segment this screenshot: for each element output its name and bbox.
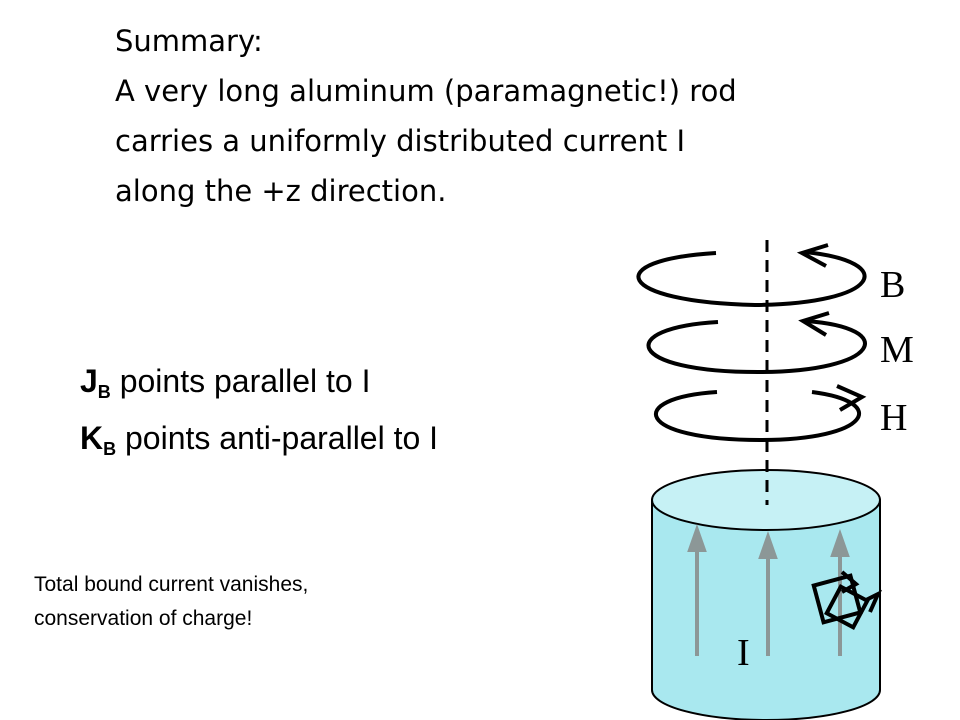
jb-relation: JB points parallel to I — [80, 358, 438, 415]
magnetization-loops-icon — [811, 570, 883, 630]
jb-symbol: J — [80, 363, 98, 399]
h-field-loop — [654, 384, 867, 443]
b-field-loop — [636, 243, 867, 308]
summary-line-1: A very long aluminum (paramagnetic!) rod — [115, 74, 737, 108]
kb-subscript: B — [103, 439, 117, 459]
summary-text: Summary: A very long aluminum (paramagne… — [115, 16, 915, 216]
b-label: B — [880, 264, 905, 306]
current-arrow-3-head — [830, 528, 850, 557]
magnetization-loop — [646, 311, 867, 375]
current-label: I — [737, 632, 750, 674]
current-arrow-2-head — [758, 530, 778, 559]
bound-current-relations: JB points parallel to I KB points anti-p… — [80, 358, 438, 472]
note-line-1: Total bound current vanishes, — [34, 573, 309, 596]
note-line-2: conservation of charge! — [34, 607, 253, 630]
kb-text: points anti-parallel to I — [116, 420, 439, 456]
current-arrows — [687, 523, 850, 656]
summary-line-3: along the +z direction. — [115, 174, 447, 208]
summary-heading: Summary: — [115, 24, 263, 58]
bound-current-note: Total bound current vanishes, conservati… — [34, 568, 308, 636]
kb-relation: KB points anti-parallel to I — [80, 415, 438, 472]
jb-text: points parallel to I — [110, 363, 371, 399]
m-label: M — [880, 329, 914, 371]
jb-subscript: B — [97, 382, 111, 402]
current-arrow-1-head — [687, 523, 707, 552]
summary-line-2: carries a uniformly distributed current … — [115, 124, 686, 158]
h-label: H — [880, 397, 907, 439]
kb-symbol: K — [80, 420, 104, 456]
